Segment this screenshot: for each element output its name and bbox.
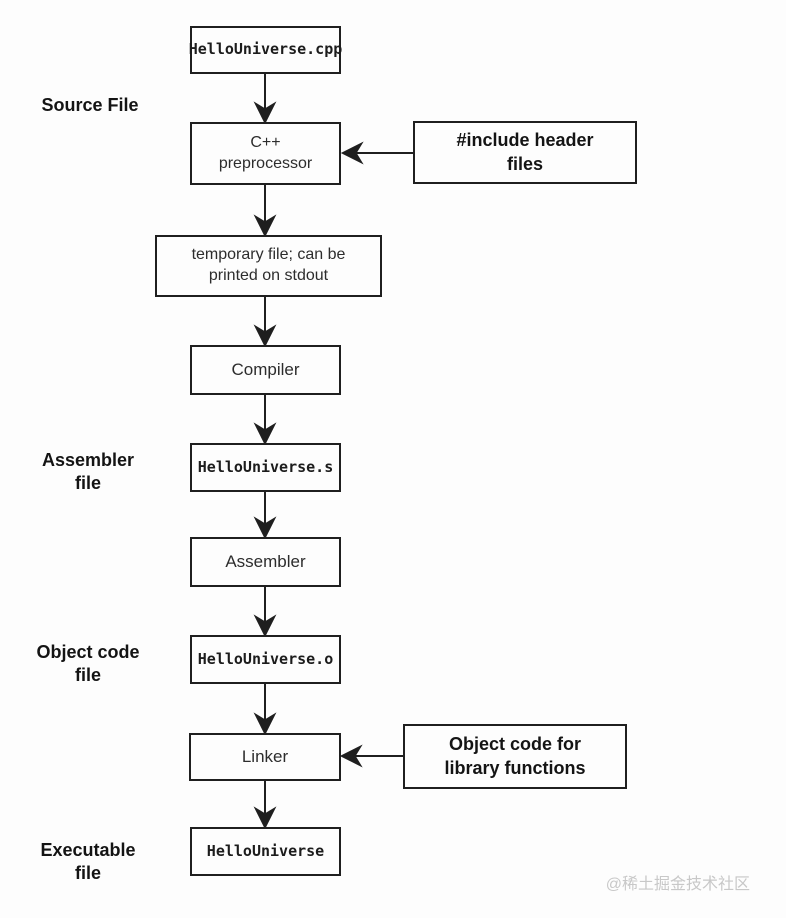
- node-preprocessor: C++ preprocessor: [190, 122, 341, 185]
- node-source-file: HelloUniverse.cpp: [189, 26, 342, 74]
- node-assembler: Assembler: [190, 537, 341, 587]
- stage-label-assembler-file: Assembler file: [41, 450, 135, 494]
- arrowhead-down-icon: [253, 324, 277, 348]
- node-temporary-file: temporary file; can be printed on stdout: [155, 235, 382, 297]
- node-include-header-files: #include header files: [413, 121, 637, 184]
- arrowhead-down-icon: [253, 806, 277, 830]
- node-object-code-library: Object code for library functions: [403, 724, 627, 789]
- stage-label-object-code-file: Object code file: [36, 642, 140, 686]
- stage-label-source-file: Source File: [41, 95, 139, 115]
- node-executable: HelloUniverse: [190, 827, 341, 876]
- arrowhead-down-icon: [253, 101, 277, 125]
- arrowhead-down-icon: [253, 214, 277, 238]
- watermark-text: @稀土掘金技术社区: [605, 876, 750, 893]
- node-linker: Linker: [189, 733, 341, 781]
- arrowhead-down-icon: [253, 422, 277, 446]
- arrowhead-left-icon: [339, 744, 363, 768]
- arrowhead-down-icon: [253, 712, 277, 736]
- arrowhead-down-icon: [253, 614, 277, 638]
- stage-label-executable-file: Executable file: [40, 840, 136, 884]
- arrowhead-left-icon: [340, 141, 364, 165]
- node-object-file: HelloUniverse.o: [190, 635, 341, 684]
- arrowhead-down-icon: [253, 516, 277, 540]
- node-compiler: Compiler: [190, 345, 341, 395]
- node-assembly-file: HelloUniverse.s: [190, 443, 341, 492]
